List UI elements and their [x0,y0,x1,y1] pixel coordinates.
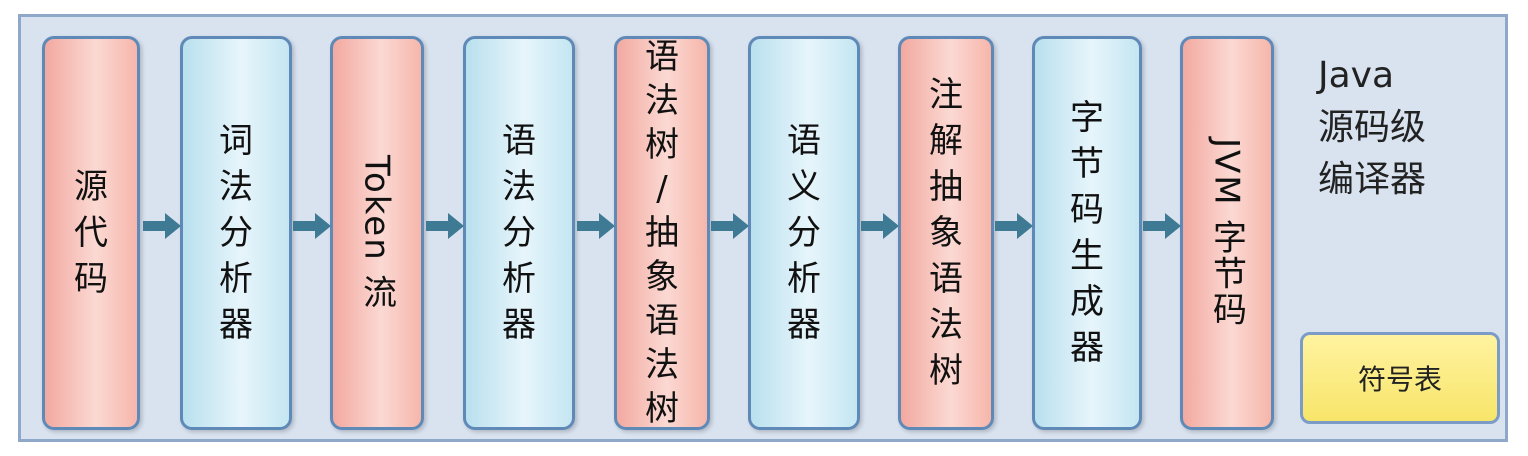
symbol-table-label: 符号表 [1357,363,1442,396]
arrow-right-icon [293,213,331,239]
stage-parser: 语法分析器 [463,36,575,430]
arrow-right-icon [577,213,615,239]
diagram-title: Java 源码级 编译器 [1318,50,1478,206]
stage-label: JVM 字节码 [1206,138,1247,328]
stage-label: 语法分析器 [502,121,536,345]
stage-label: 源代码 [74,167,108,299]
arrow-right-icon [995,213,1033,239]
stage-bytecode-generator: 字节码生成器 [1032,36,1142,430]
stage-label: 字节码生成器 [1070,98,1104,368]
stage-syntax-tree: 语法树/抽象语法树 [614,36,710,430]
arrow-right-icon [143,213,181,239]
stage-source-code: 源代码 [42,36,140,430]
stage-label: 语义分析器 [787,121,821,345]
arrow-right-icon [711,213,749,239]
symbol-table-box: 符号表 [1300,332,1500,424]
stage-label: Token 流 [356,155,397,311]
title-line: 编译器 [1318,159,1427,200]
arrow-right-icon [1143,213,1181,239]
stage-jvm-bytecode: JVM 字节码 [1180,36,1274,430]
arrow-right-icon [426,213,464,239]
title-line: 源码级 [1318,107,1427,148]
arrow-right-icon [861,213,899,239]
stage-label: 注解抽象语法树 [929,75,963,391]
stage-semantic-analyzer: 语义分析器 [748,36,860,430]
stage-label: 语法树/抽象语法树 [645,37,679,429]
stage-annotated-ast: 注解抽象语法树 [898,36,994,430]
stage-label: 词法分析器 [219,121,253,345]
stage-lexer: 词法分析器 [180,36,292,430]
stage-token-stream: Token 流 [330,36,424,430]
title-line: Java [1318,55,1395,96]
